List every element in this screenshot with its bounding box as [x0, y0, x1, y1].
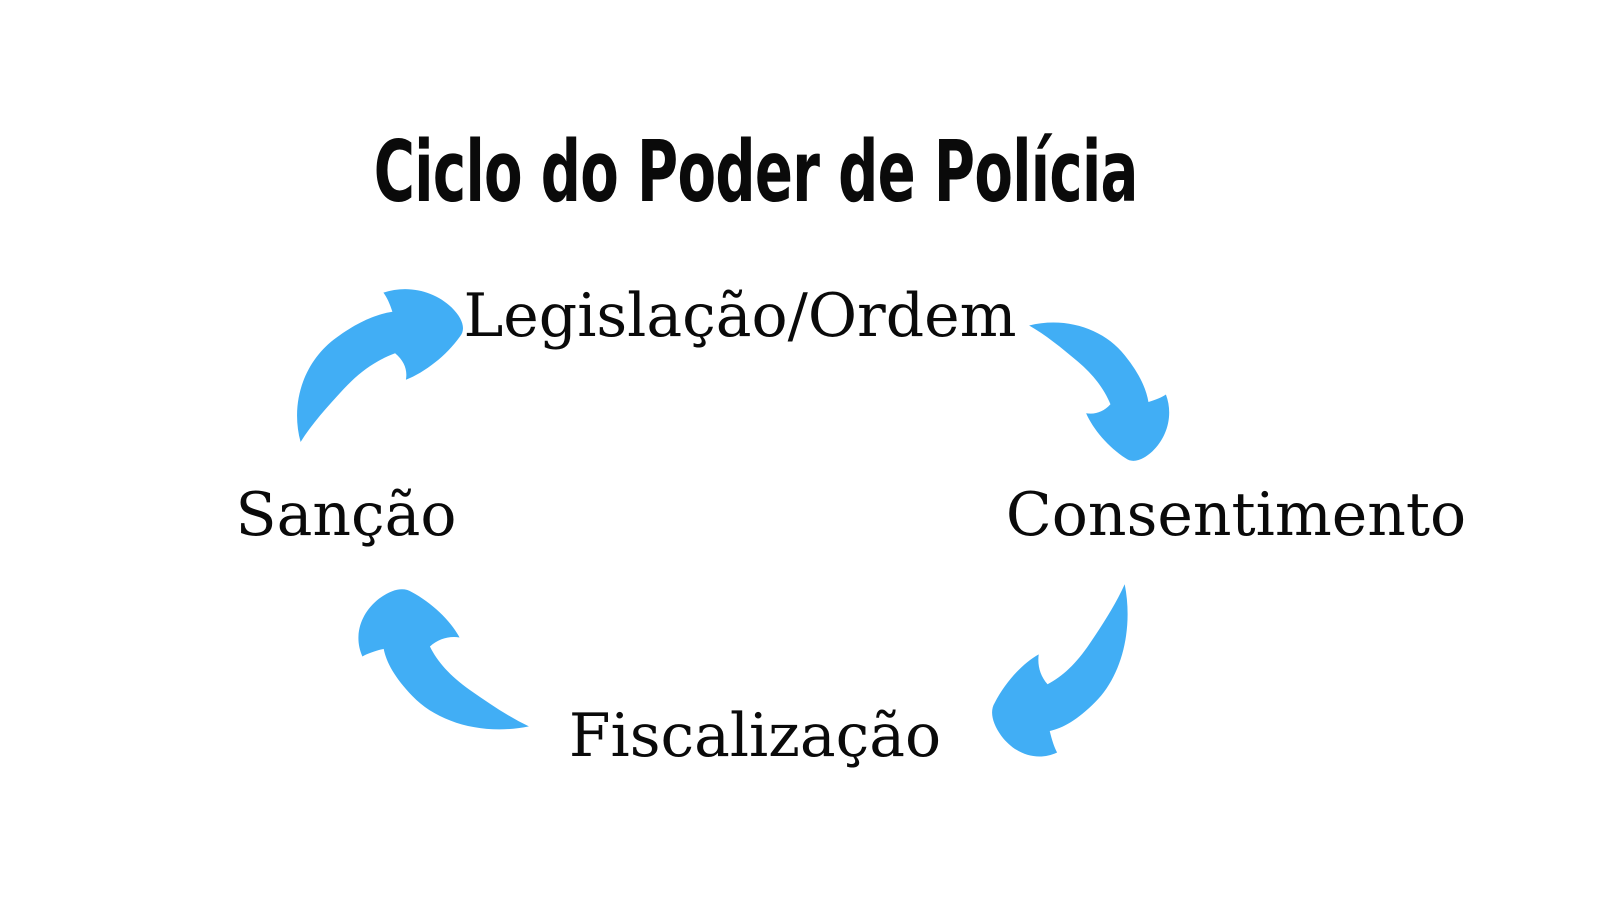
node-label-consentimento: Consentimento [1005, 480, 1467, 550]
curved-arrow-icon-consentimento-to-fiscalizacao [988, 573, 1135, 760]
curved-arrow-icon-fiscalizacao-to-sancao [355, 585, 540, 737]
page-title: Ciclo do Poder de Polícia [0, 130, 1512, 215]
page-title-text: Ciclo do Poder de Polícia [374, 123, 1139, 222]
node-label-sancao: Sanção [235, 480, 457, 550]
curved-arrow-icon-legislacao-to-consentimento [1020, 315, 1172, 465]
node-label-fiscalizacao: Fiscalização [568, 701, 942, 771]
curved-arrow-icon-sancao-to-legislacao [288, 286, 468, 452]
node-label-legislacao-ordem: Legislação/Ordem [463, 281, 1017, 351]
